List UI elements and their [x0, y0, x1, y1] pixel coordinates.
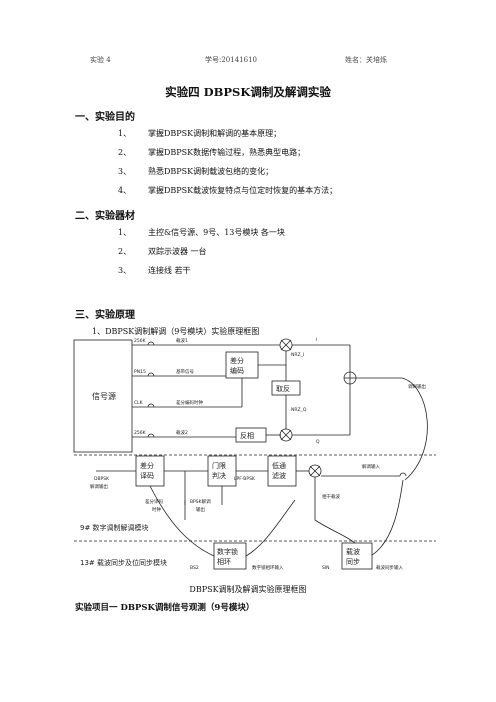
page-title: 实验四 DBPSK调制及解调实验 [165, 85, 331, 99]
port-label: 输出 [196, 506, 205, 513]
signal-source-box [73, 339, 133, 453]
port-label: 差分编码时钟 [176, 399, 203, 406]
port-label: NRZ_I [291, 352, 304, 358]
diff-decoder-label-2: 译码 [140, 472, 154, 480]
list-item: 双踪示波器 一台 [148, 247, 207, 256]
list-number: 3、 [118, 266, 132, 275]
header-left: 实验 4 [90, 56, 111, 64]
header-right: 姓名：关培烁 [345, 56, 387, 64]
lpf-box [267, 455, 297, 487]
header-center: 学号:20141610 [205, 56, 257, 64]
list-item: 掌握DBPSK调制和解调的基本原理； [148, 129, 282, 138]
figure-caption: DBPSK调制及解调实验原理框图 [189, 585, 307, 594]
section-heading: 三、实验原理 [75, 310, 135, 321]
carrier-sync-label-2: 同步 [346, 558, 360, 566]
carrier-sync-label-1: 载波 [346, 547, 360, 556]
port-label: DBPSK [94, 476, 110, 482]
list-item: 掌握DBPSK载波恢复特点与位定时恢复的基本方法； [148, 186, 338, 195]
port-label: BPSK解调 [190, 498, 211, 505]
list-number: 2、 [118, 247, 132, 256]
port-label: 差分译码 [145, 498, 163, 505]
list-number: 1、 [118, 228, 132, 237]
lpf-label-2: 滤波 [272, 471, 286, 480]
list-number: 2、 [118, 148, 132, 157]
port-label: 基带信号 [176, 368, 194, 375]
experiment-heading: 实验项目一 DBPSK调制信号观测（9号模块） [75, 603, 255, 613]
section-heading: 二、实验器材 [75, 211, 135, 222]
list-number: 4、 [118, 186, 132, 195]
port-label: 256K [134, 430, 147, 436]
section-heading: 一、实验目的 [75, 112, 135, 123]
port-label: PN15 [134, 369, 146, 375]
diff-encoder-label-2: 编码 [230, 366, 244, 375]
list-item: 熟悉DBPSK调制载波包络的变化； [148, 167, 274, 176]
inverter1-label: 取反 [276, 384, 290, 393]
port-label: Q [316, 439, 320, 445]
port-label: 载波2 [176, 429, 188, 436]
port-label: 时钟 [152, 506, 161, 513]
list-number: 3、 [118, 167, 132, 176]
list-item: 掌握DBPSK数据传输过程，熟悉典型电路； [148, 148, 306, 157]
threshold-label-1: 门限 [212, 461, 226, 470]
port-label: SIN [322, 565, 330, 571]
port-label: I [316, 337, 317, 343]
inverter2-label: 反相 [240, 431, 254, 440]
list-number: 1、 [118, 129, 132, 138]
threshold-label-2: 判决 [212, 471, 226, 480]
port-label: CLK [134, 400, 144, 406]
subheading: 1、DBPSK调制解调（9号模块）实验原理框图 [92, 327, 260, 336]
port-label: NRZ_Q [291, 407, 307, 413]
port-label: 相干载波 [322, 493, 340, 500]
list-item: 主控&信号源、9号、13号模块 各一块 [148, 228, 285, 237]
port-label: 数字锁相环输入 [252, 564, 284, 571]
diff-decoder-label-1: 差分 [140, 461, 154, 470]
port-label: BS2 [190, 565, 199, 571]
diff-encoder-label-1: 差分 [230, 356, 244, 365]
port-label: LPF-BPSK [234, 476, 256, 482]
port-label: 解调输入 [362, 463, 380, 470]
diff-decoder-box [135, 455, 165, 487]
signal-source-label: 信号源 [92, 391, 116, 401]
port-label: 256K [134, 338, 147, 344]
dpll-label-2: 相环 [217, 557, 231, 566]
port-label: 载波同步输入 [376, 564, 403, 571]
port-label: 载波1 [176, 337, 188, 344]
threshold-box [207, 455, 237, 487]
dpll-label-1: 数字锁 [217, 547, 238, 556]
module9-label: 9# 数字调制解调模块 [80, 523, 149, 532]
carrier-sync-box [341, 542, 373, 570]
list-item: 连接线 若干 [148, 266, 191, 275]
module13-label: 13# 载波同步及位同步模块 [80, 558, 167, 567]
lpf-label-1: 低通 [272, 461, 286, 470]
port-label: 解调输出 [90, 483, 108, 490]
port-label: 调制输出 [408, 383, 426, 390]
